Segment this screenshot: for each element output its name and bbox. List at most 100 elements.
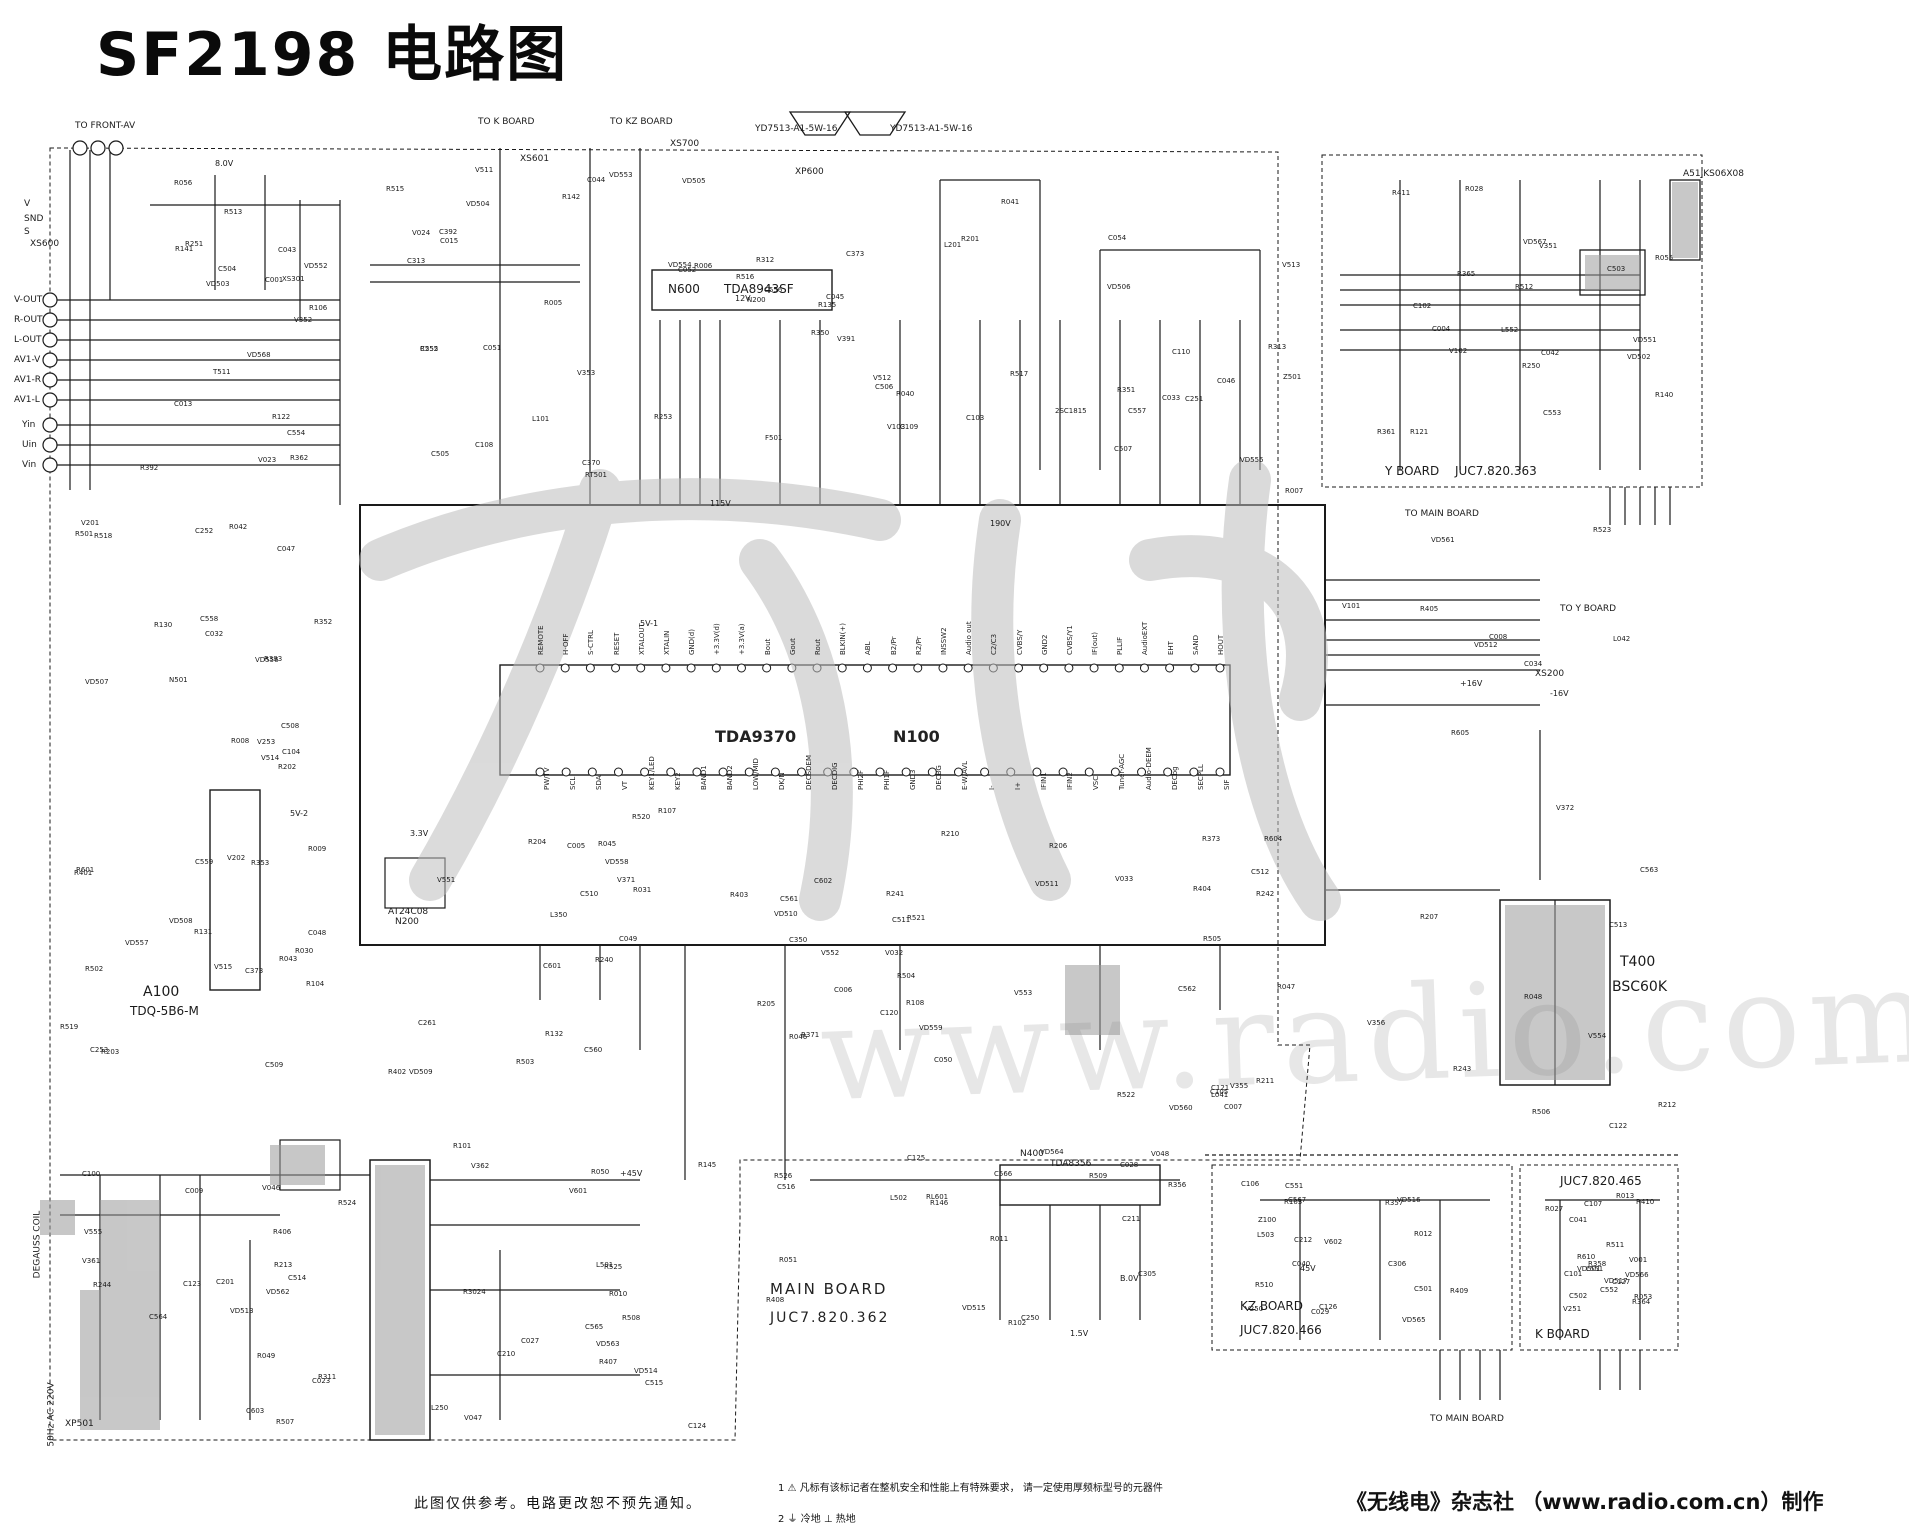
to-kz-board-label: TO KZ BOARD (610, 117, 673, 127)
io-label: Vin (22, 460, 37, 470)
part-ref: C250 (1021, 1314, 1040, 1322)
part-ref: F501 (765, 434, 783, 442)
chip-pin-label-bottom: BAND1 (699, 765, 708, 790)
part-ref: L041 (1211, 1091, 1229, 1099)
part-ref: R043 (279, 955, 298, 963)
chip-pin-label-top: AudioEXT (1141, 621, 1150, 655)
part-ref: R502 (85, 965, 104, 973)
part-ref: C029 (1311, 1308, 1330, 1316)
part-ref: C563 (1640, 866, 1659, 874)
part-ref: R131 (194, 928, 213, 936)
part-ref: R517 (1010, 370, 1029, 378)
part-ref: R050 (591, 1168, 610, 1176)
part-ref: C009 (185, 1187, 204, 1195)
to-k-board-label: TO K BOARD (478, 117, 535, 127)
footer-credit: 《无线电》杂志社 （www.radio.com.cn）制作 (1346, 1490, 1824, 1514)
part-ref: L552 (1501, 326, 1519, 334)
part-ref: R201 (961, 235, 980, 243)
part-ref: R040 (896, 390, 915, 398)
part-ref: R523 (1593, 526, 1612, 534)
part-ref: C046 (1217, 377, 1236, 385)
speaker-right (843, 111, 907, 136)
part-ref: R511 (1606, 1241, 1625, 1249)
tuner-a100 (209, 789, 261, 991)
part-ref: C028 (1120, 1161, 1139, 1169)
chip-pin-top (1190, 663, 1200, 673)
part-ref: VD513 (230, 1307, 254, 1315)
to-main-board-kz-label: TO MAIN BOARD (1430, 1414, 1504, 1424)
part-ref: V001 (1629, 1256, 1648, 1264)
chip-pin-top (1139, 663, 1149, 673)
tuner-ref: A100 (143, 984, 180, 1000)
part-ref: R409 (1450, 1287, 1469, 1295)
voltage-label: 3.3V (410, 829, 429, 838)
part-ref: VD553 (609, 171, 633, 179)
part-ref: VD501 (1577, 1265, 1601, 1273)
part-ref: V551 (437, 876, 456, 884)
part-ref: L250 (431, 1404, 449, 1412)
chip-pin-top (1014, 663, 1024, 673)
part-ref: R010 (609, 1290, 628, 1298)
chip-pin-bottom (770, 767, 780, 777)
chip-pin-bottom (875, 767, 885, 777)
part-ref: R240 (595, 956, 614, 964)
part-ref: VD505 (682, 177, 706, 185)
part-ref: R108 (906, 999, 925, 1007)
part-ref: VD517 (1604, 1277, 1628, 1285)
part-ref: R357 (1385, 1199, 1404, 1207)
part-ref: C054 (1108, 234, 1127, 242)
part-ref: R146 (930, 1199, 949, 1207)
part-ref: C211 (1122, 1215, 1141, 1223)
part-ref: R512 (1515, 283, 1534, 291)
main-board-label: MAIN BOARD (770, 1280, 888, 1298)
part-ref: N200 (747, 296, 766, 304)
part-ref: R508 (622, 1314, 641, 1322)
chip-pin-label-bottom: SDA (595, 775, 604, 791)
chip-top-buses (499, 148, 1241, 505)
chip-pin-top (585, 663, 595, 673)
part-ref: V047 (464, 1414, 483, 1422)
part-ref: C044 (587, 176, 606, 184)
part-ref: C506 (875, 383, 894, 391)
chip-pin-top (963, 663, 973, 673)
chip-pin-label-bottom: DECbg (1170, 766, 1179, 790)
chip-pin-bottom (587, 767, 597, 777)
part-ref: Z501 (1283, 373, 1302, 381)
kz-board-code: JUC7.820.466 (1240, 1323, 1322, 1337)
part-ref: C507 (1114, 445, 1133, 453)
chip-pin-bottom (1163, 767, 1173, 777)
part-ref: C515 (645, 1379, 664, 1387)
part-ref: C050 (934, 1056, 953, 1064)
chip-pin-label-bottom: PW/TV (543, 767, 551, 790)
chip-pin-top (661, 663, 671, 673)
shaded-flyback (1505, 905, 1605, 1080)
part-ref: C558 (200, 615, 219, 623)
k-board-code: JUC7.820.465 (1560, 1174, 1642, 1188)
part-ref: R504 (897, 972, 916, 980)
part-ref: R252 (420, 345, 439, 353)
part-ref: R313 (1268, 343, 1287, 351)
jack-rout (42, 312, 58, 328)
y-board-outline (1321, 154, 1703, 488)
part-ref: N501 (169, 676, 188, 684)
part-ref: V361 (82, 1257, 101, 1265)
part-ref: VD568 (247, 351, 271, 359)
top-left-stage (150, 175, 580, 505)
part-ref: C510 (580, 890, 599, 898)
part-ref: V253 (257, 738, 276, 746)
part-ref: R046 (789, 1033, 808, 1041)
part-ref: R202 (278, 763, 297, 771)
part-ref: C509 (265, 1061, 284, 1069)
chip-pin-label-top: INSSW2 (939, 627, 948, 655)
chip-pin-top (1114, 663, 1124, 673)
part-ref: C007 (1224, 1103, 1243, 1111)
part-ref: V351 (1539, 242, 1558, 250)
chip-pin-top (1064, 663, 1074, 673)
shaded-crt-neck (1672, 182, 1698, 258)
part-ref: V201 (81, 519, 100, 527)
part-ref: VD559 (919, 1024, 943, 1032)
voltage-label: B.0V (1120, 1274, 1139, 1283)
main-chip-ref: N100 (893, 727, 940, 746)
part-ref: R142 (562, 193, 581, 201)
chip-pin-bottom (640, 767, 650, 777)
